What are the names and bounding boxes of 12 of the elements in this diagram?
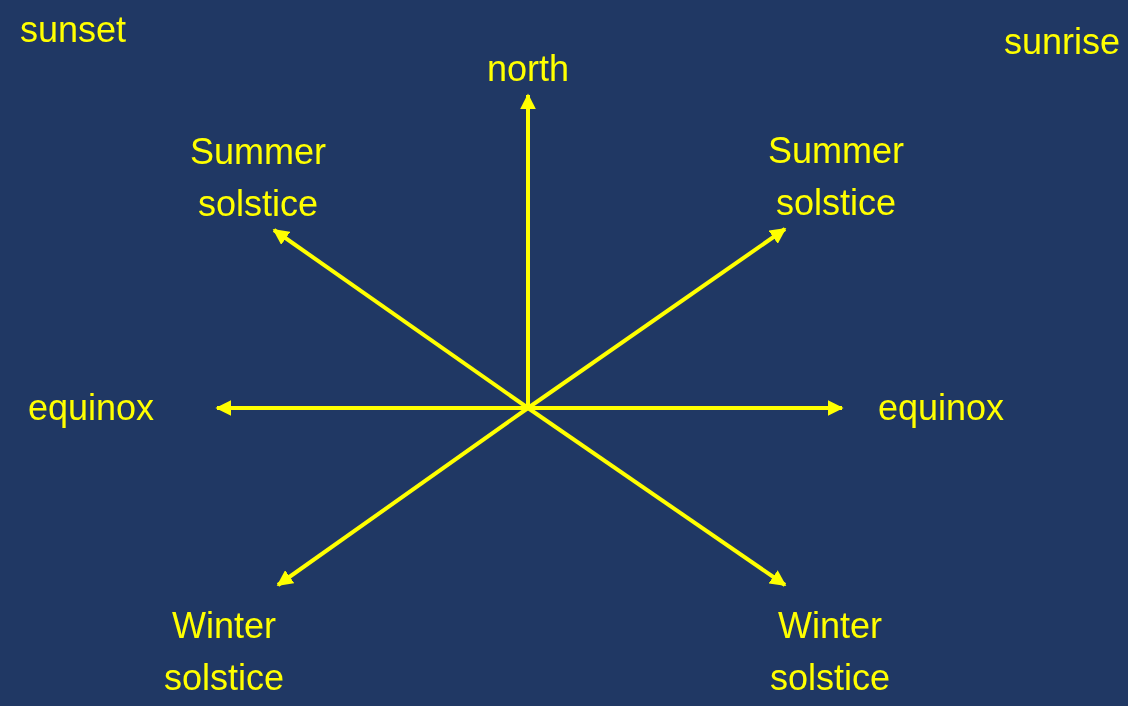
direction-label: north bbox=[440, 38, 616, 95]
direction-label: Summer solstice bbox=[160, 115, 356, 230]
direction-label: Winter solstice bbox=[138, 585, 310, 704]
direction-label: Summer solstice bbox=[738, 112, 934, 229]
direction-label: equinox bbox=[842, 382, 1052, 434]
arrow bbox=[528, 400, 844, 416]
direction-label: equinox bbox=[18, 382, 217, 434]
direction-label: sunrise bbox=[1003, 20, 1120, 64]
arrow bbox=[520, 93, 536, 408]
direction-label: sunset bbox=[20, 8, 127, 52]
arrow bbox=[215, 400, 528, 416]
direction-label: Winter solstice bbox=[744, 585, 916, 704]
